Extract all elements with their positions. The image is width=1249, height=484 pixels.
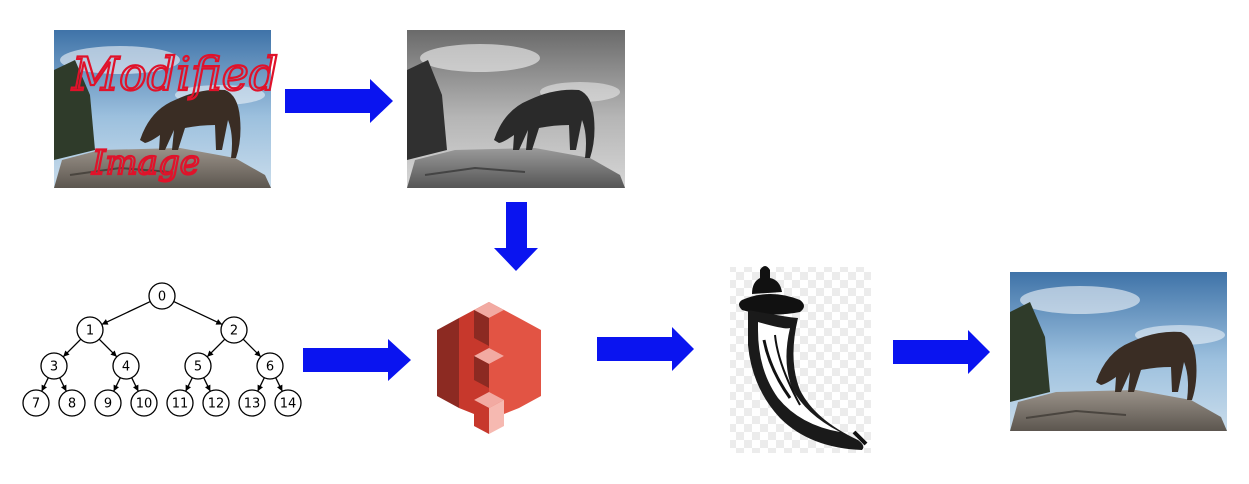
- tree-node: [94, 389, 122, 417]
- tree-edge-arrowhead: [60, 384, 67, 392]
- tree-node-label: 12: [208, 397, 225, 412]
- tree-edge-arrowhead: [215, 319, 223, 325]
- tree-node: [220, 316, 248, 344]
- arrow-down: [494, 202, 538, 271]
- annotation-line2: Image: [91, 143, 200, 183]
- arrow-right-1: [285, 79, 393, 123]
- arrow-right-3: [303, 339, 411, 381]
- tree-node: [112, 352, 140, 380]
- tree-node-label: 3: [50, 360, 58, 375]
- tree-node-label: 9: [104, 397, 112, 412]
- tree-node: [76, 316, 104, 344]
- tree-node-label: 1: [86, 324, 94, 339]
- tree-node: [40, 352, 68, 380]
- tree-edge-arrowhead: [113, 384, 120, 392]
- tree-edge-arrowhead: [101, 319, 109, 325]
- tree-edge-arrowhead: [276, 384, 283, 392]
- tree-edge-arrowhead: [41, 384, 48, 392]
- tree-node-label: 13: [244, 397, 261, 412]
- tree-node-label: 5: [194, 360, 202, 375]
- tree-edge-arrowhead: [204, 384, 211, 392]
- tree-node-label: 10: [136, 397, 153, 412]
- tree-node-label: 11: [172, 397, 189, 412]
- tree-edge-arrowhead: [63, 350, 70, 357]
- tree-node: [22, 389, 50, 417]
- tree-node-label: 2: [230, 324, 238, 339]
- tree-edge-arrowhead: [185, 384, 192, 392]
- tree-node-label: 4: [122, 360, 130, 375]
- flask-horn-icon: [730, 266, 871, 453]
- tree-node-label: 6: [266, 360, 274, 375]
- arrow-right-5: [893, 330, 990, 374]
- tree-edge-arrowhead: [254, 350, 261, 357]
- tree-node-label: 14: [280, 397, 297, 412]
- tree-edge-arrowhead: [132, 384, 139, 392]
- modified-image: Modified Image: [54, 30, 279, 188]
- tree-edge: [173, 300, 223, 326]
- tree-edge: [101, 300, 151, 326]
- arrow-right-4: [597, 327, 694, 371]
- tree-node: [148, 282, 176, 310]
- tree-node-label: 0: [158, 290, 166, 305]
- tree-node: [274, 389, 302, 417]
- tree-node: [256, 352, 284, 380]
- tree-node: [58, 389, 86, 417]
- restored-image: [1010, 272, 1227, 431]
- tree-edge-arrowhead: [257, 384, 264, 392]
- tree-node: [238, 389, 266, 417]
- tree-edge-arrowhead: [110, 350, 117, 357]
- annotation-line1: Modified: [71, 47, 278, 101]
- grayscale-image: [407, 30, 625, 188]
- tree-node: [184, 352, 212, 380]
- s3-bucket-icon: [437, 302, 541, 434]
- tree-node-label: 7: [32, 397, 40, 412]
- tree-node: [130, 389, 158, 417]
- tree-node: [166, 389, 194, 417]
- tree-node: [202, 389, 230, 417]
- tree-edge-arrowhead: [207, 350, 214, 357]
- tree-node-label: 8: [68, 397, 76, 412]
